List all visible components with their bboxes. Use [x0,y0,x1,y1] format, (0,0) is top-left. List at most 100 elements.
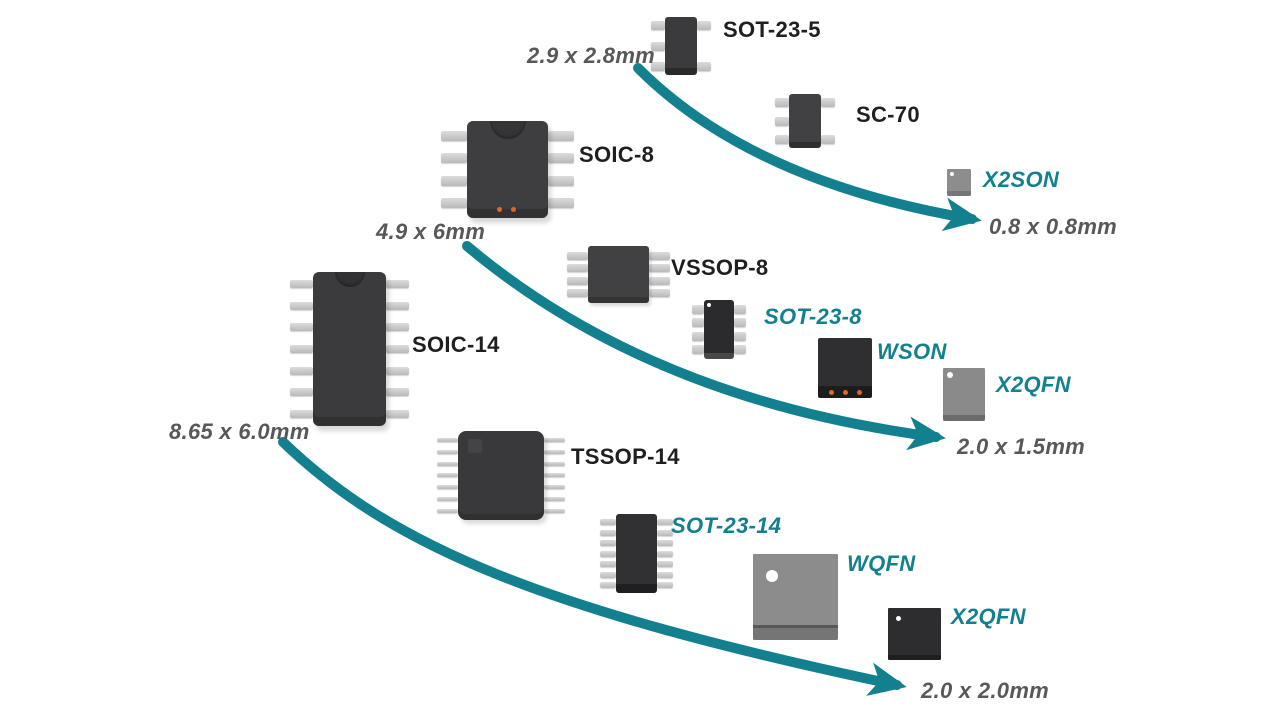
chip-pin [544,449,565,454]
start-size-label-group2: 4.9 x 6mm [376,219,486,244]
chip-body [888,608,941,660]
chip-pin [437,497,458,502]
chip-pin [544,485,565,490]
chip-pin [697,21,711,30]
chip-pin [657,529,673,536]
chip-pin [437,485,458,490]
chip-pin [734,331,746,341]
chip-pin [775,98,789,107]
chip-pin [600,571,616,578]
chip-pin [441,153,467,164]
chip-pin [649,288,670,297]
chip-pin [544,438,565,442]
chip-pin [386,301,409,310]
chip-pin [692,331,704,341]
chip-pin [600,519,616,525]
chip-pin [775,116,789,126]
chip-pin [649,276,670,285]
chip-pins-right [697,17,711,75]
end-size-label-group3: 2.0 x 2.0mm [921,678,1050,703]
chip-pin [567,264,588,273]
chip-pin [437,449,458,454]
chip-pin [290,323,313,332]
chip-pins-left [600,514,616,593]
package-label-sot-23-5: SOT-23-5 [723,17,821,42]
chip-pin [600,529,616,536]
chip-body [704,300,734,359]
chip-pin [441,197,467,208]
chip-pin [649,264,670,273]
chip-pin [386,409,409,418]
chip-pins-right [649,246,670,303]
chip-pin [386,280,409,288]
chip-pin [600,540,616,546]
chip-x2son [947,169,971,196]
chip-pin [441,131,467,141]
chip-pins-left [651,17,665,75]
chip-pin [567,276,588,285]
package-label-x2qfn-group2: X2QFN [996,372,1071,397]
chip-pins-right [544,431,565,520]
chip-wson [818,338,872,398]
chip-pin [290,301,313,310]
chip-sot-23-14 [600,514,673,593]
chip-pin [651,41,665,51]
chip-pins-left [775,94,789,148]
chip-body [458,431,544,520]
end-size-label-group1: 0.8 x 0.8mm [989,214,1118,239]
package-label-soic-14: SOIC-14 [412,332,500,357]
chip-pin [548,153,574,164]
chip-pin [386,388,409,397]
chip-pin [651,21,665,30]
chip-pin [600,561,616,567]
chip-sot-23-8 [692,300,746,359]
chip-pin [437,438,458,442]
chip-pin [386,366,409,375]
chip-pin [290,344,313,353]
chip-body [588,246,649,303]
chip-pin [734,344,746,354]
chip-pin [657,550,673,557]
chip-pin [544,497,565,502]
chip-pins-left [290,272,313,426]
chip-pins-right [548,121,574,218]
package-label-vssop-8: VSSOP-8 [671,255,769,280]
chip-body [943,368,985,421]
chip-pin [734,318,746,328]
start-size-label-group1: 2.9 x 2.8mm [527,43,656,68]
chip-pin [821,98,835,107]
chip-pin [290,409,313,418]
chip-body [467,121,548,218]
chip-x2qfn-group2 [943,368,985,421]
chip-pin [649,252,670,260]
chip-sot-23-5 [651,17,711,75]
chip-pin [657,571,673,578]
chip-soic-8 [441,121,574,218]
package-label-soic-8: SOIC-8 [579,142,655,167]
chip-pins-left [441,121,467,218]
chip-x2qfn-group3 [888,608,941,660]
chip-pin [437,461,458,466]
chip-body [947,169,971,196]
chip-pin [692,305,704,314]
chip-pins-left [692,300,704,359]
chip-pin [386,323,409,332]
chip-vssop-8 [567,246,670,303]
package-label-x2son: X2SON [983,167,1060,192]
chip-pin [567,288,588,297]
chip-soic-14 [290,272,409,426]
package-label-sot-23-8: SOT-23-8 [764,304,862,329]
package-label-wson: WSON [877,339,947,364]
chip-body [313,272,386,426]
chip-pin [651,62,665,71]
chip-pin [567,252,588,260]
package-label-sot-23-14: SOT-23-14 [671,513,782,538]
chip-pin [437,508,458,513]
chip-pin [544,508,565,513]
chip-pins-right [386,272,409,426]
chip-pin [692,318,704,328]
package-label-wqfn: WQFN [847,551,916,576]
chip-tssop-14 [437,431,565,520]
chip-body [818,338,872,398]
